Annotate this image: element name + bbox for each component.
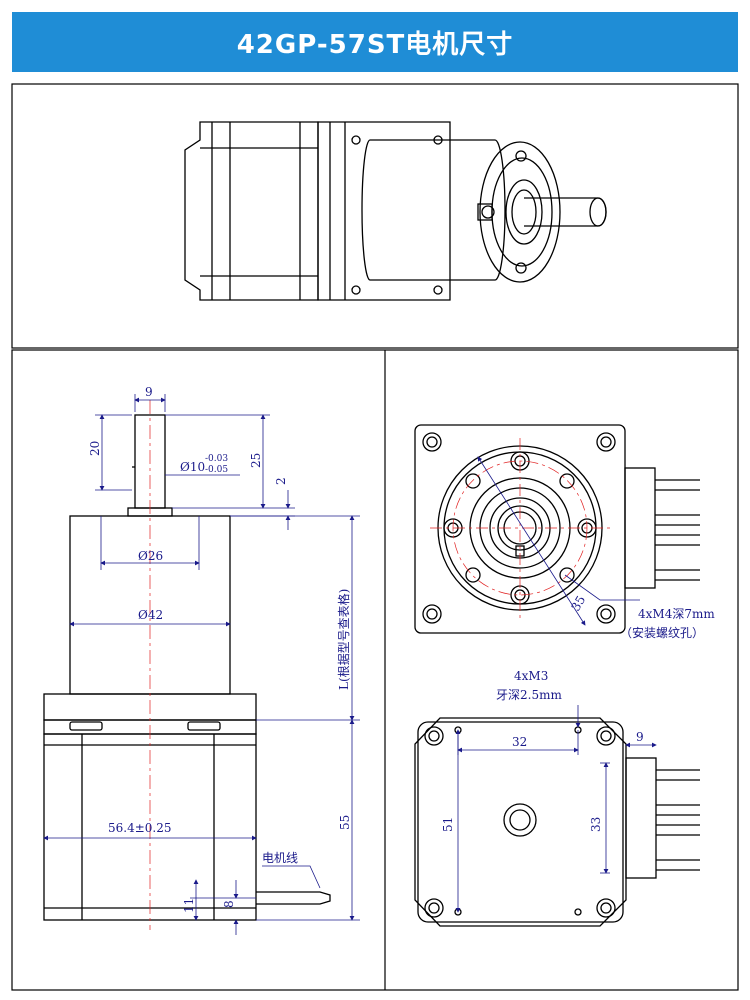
page-title: 42GP-57ST电机尺寸 [236, 29, 514, 60]
side-dimensions [43, 394, 360, 935]
dim-hole-spacing-x: 32 [512, 735, 527, 749]
dim-connector-width: 9 [636, 730, 644, 744]
isometric-motor-view [184, 121, 607, 301]
dim-shaft-length: 20 [88, 441, 102, 456]
dim-motor-width: 56.4±0.25 [108, 821, 172, 835]
rear-view [414, 717, 700, 927]
bottom-panel-frame [11, 349, 739, 991]
top-panel-frame [11, 83, 739, 349]
dim-shaft-tol-upper: -0.03 [205, 454, 228, 464]
dim-cable-offset-a: 11 [182, 898, 196, 913]
dim-motor-length: 55 [338, 815, 352, 830]
dim-boss-diameter: Ø26 [138, 549, 163, 563]
mount-note-2: （安装螺纹孔） [620, 625, 704, 640]
dim-boss-height: 2 [274, 477, 288, 485]
front-view [414, 424, 700, 634]
thread-note-1: 4xM3 [514, 669, 548, 683]
dim-shaft-tol-lower: -0.05 [205, 465, 228, 475]
front-centerlines [430, 438, 612, 618]
front-dimensions [477, 456, 640, 626]
cable-label: 电机线 [262, 851, 298, 865]
dim-rear-height: 51 [441, 817, 455, 832]
side-view [43, 414, 331, 921]
dim-length-label: L(根据型号查表格) [336, 589, 351, 690]
dim-hole-spacing-y: 33 [589, 817, 603, 832]
dim-pcd: 35 [568, 593, 588, 613]
thread-note-2: 牙深2.5mm [496, 688, 562, 702]
dim-gearbox-diameter: Ø42 [138, 608, 163, 622]
dim-shaft-diameter: Ø10 [180, 460, 205, 474]
title-banner: 42GP-57ST电机尺寸 [12, 12, 738, 72]
dim-cable-offset-b: 8 [222, 900, 236, 908]
dim-shaft-width: 9 [145, 385, 153, 399]
mount-note-1: 4xM4深7mm [638, 607, 715, 621]
rear-dimensions [455, 705, 657, 913]
dim-shaft-total: 25 [249, 453, 263, 468]
